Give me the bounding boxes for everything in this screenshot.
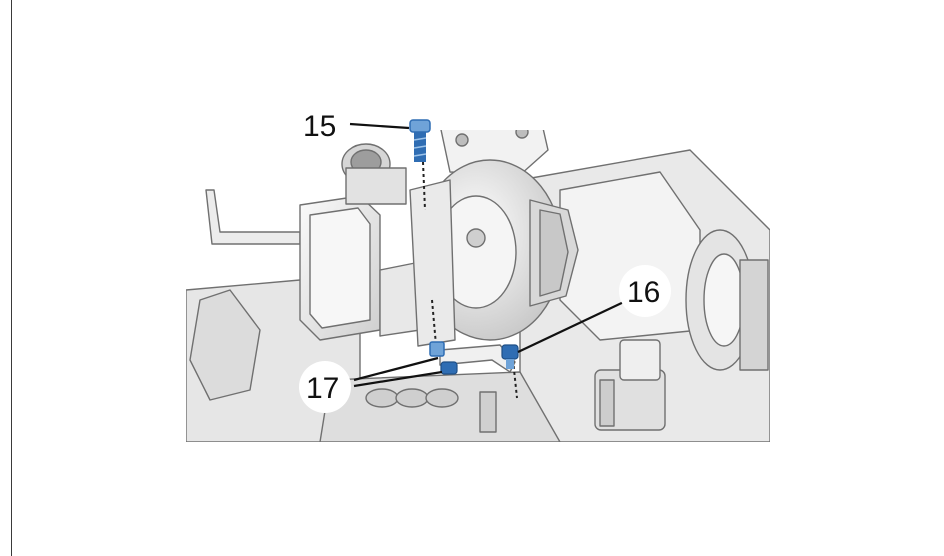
bolt-15 <box>409 119 431 162</box>
left-margin-rule <box>11 0 12 556</box>
callout-15-label: 15 <box>303 110 336 143</box>
callout-16-label: 16 <box>627 276 660 309</box>
bolt-icon <box>409 119 519 375</box>
bolt-17-lower <box>440 361 458 375</box>
callout-17-label: 17 <box>306 372 339 405</box>
engine-illustration <box>186 130 770 442</box>
callout-16-circle <box>619 265 671 317</box>
bolt-17-upper <box>429 341 445 357</box>
callout-17-circle <box>299 361 351 413</box>
leader-lines <box>349 122 629 388</box>
